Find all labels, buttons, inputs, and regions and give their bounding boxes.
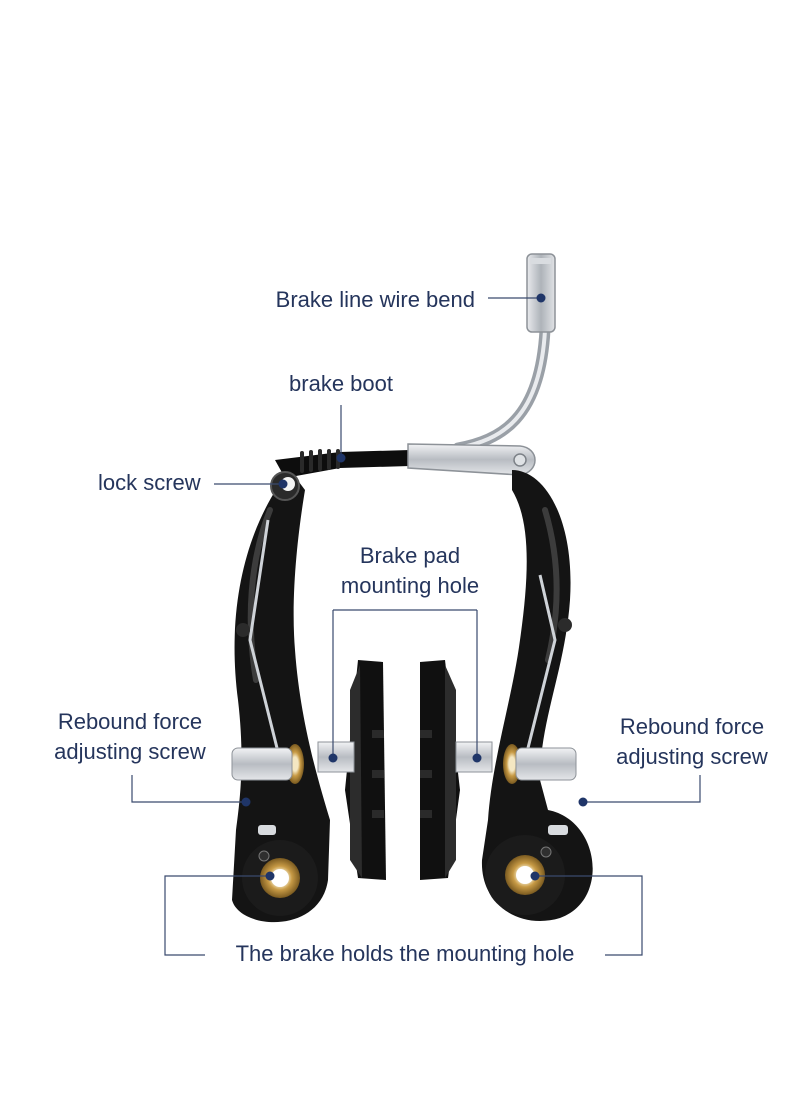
label-pad-hole: Brake pad mounting hole bbox=[315, 541, 505, 601]
brake-boot bbox=[275, 449, 410, 478]
label-lock-screw: lock screw bbox=[98, 470, 201, 495]
dot-rebound-left bbox=[241, 797, 251, 807]
right-brake-pad bbox=[420, 660, 460, 880]
pad-posts bbox=[231, 741, 577, 784]
left-brake-pad bbox=[345, 660, 386, 880]
dot-pad-hole-left bbox=[328, 753, 338, 763]
right-brake-arm bbox=[481, 470, 593, 921]
label-wire-bend: Brake line wire bend bbox=[275, 287, 475, 312]
dot-wire-bend bbox=[536, 293, 546, 303]
dot-lock-screw bbox=[278, 479, 288, 489]
label-brake-boot: brake boot bbox=[289, 371, 393, 396]
label-rebound-left: Rebound force adjusting screw bbox=[40, 707, 220, 767]
label-rebound-left-line2: adjusting screw bbox=[54, 739, 206, 764]
dot-brake-boot bbox=[336, 453, 346, 463]
label-rebound-left-line1: Rebound force bbox=[57, 709, 203, 734]
wire-bend bbox=[452, 253, 556, 454]
callout-dots bbox=[241, 293, 588, 881]
label-rebound-right-line2: adjusting screw bbox=[616, 744, 768, 769]
label-mount-hole: The brake holds the mounting hole bbox=[235, 941, 575, 966]
dot-pad-hole-right bbox=[472, 753, 482, 763]
label-pad-hole-line2: mounting hole bbox=[340, 573, 480, 598]
left-brake-arm bbox=[232, 470, 330, 923]
dot-mount-left bbox=[265, 871, 275, 881]
label-rebound-right-line1: Rebound force bbox=[619, 714, 765, 739]
label-pad-hole-line1: Brake pad bbox=[359, 543, 461, 568]
leader-lines bbox=[131, 297, 701, 956]
dot-rebound-right bbox=[578, 797, 588, 807]
label-rebound-right: Rebound force adjusting screw bbox=[602, 712, 782, 772]
dot-mount-right bbox=[530, 871, 540, 881]
